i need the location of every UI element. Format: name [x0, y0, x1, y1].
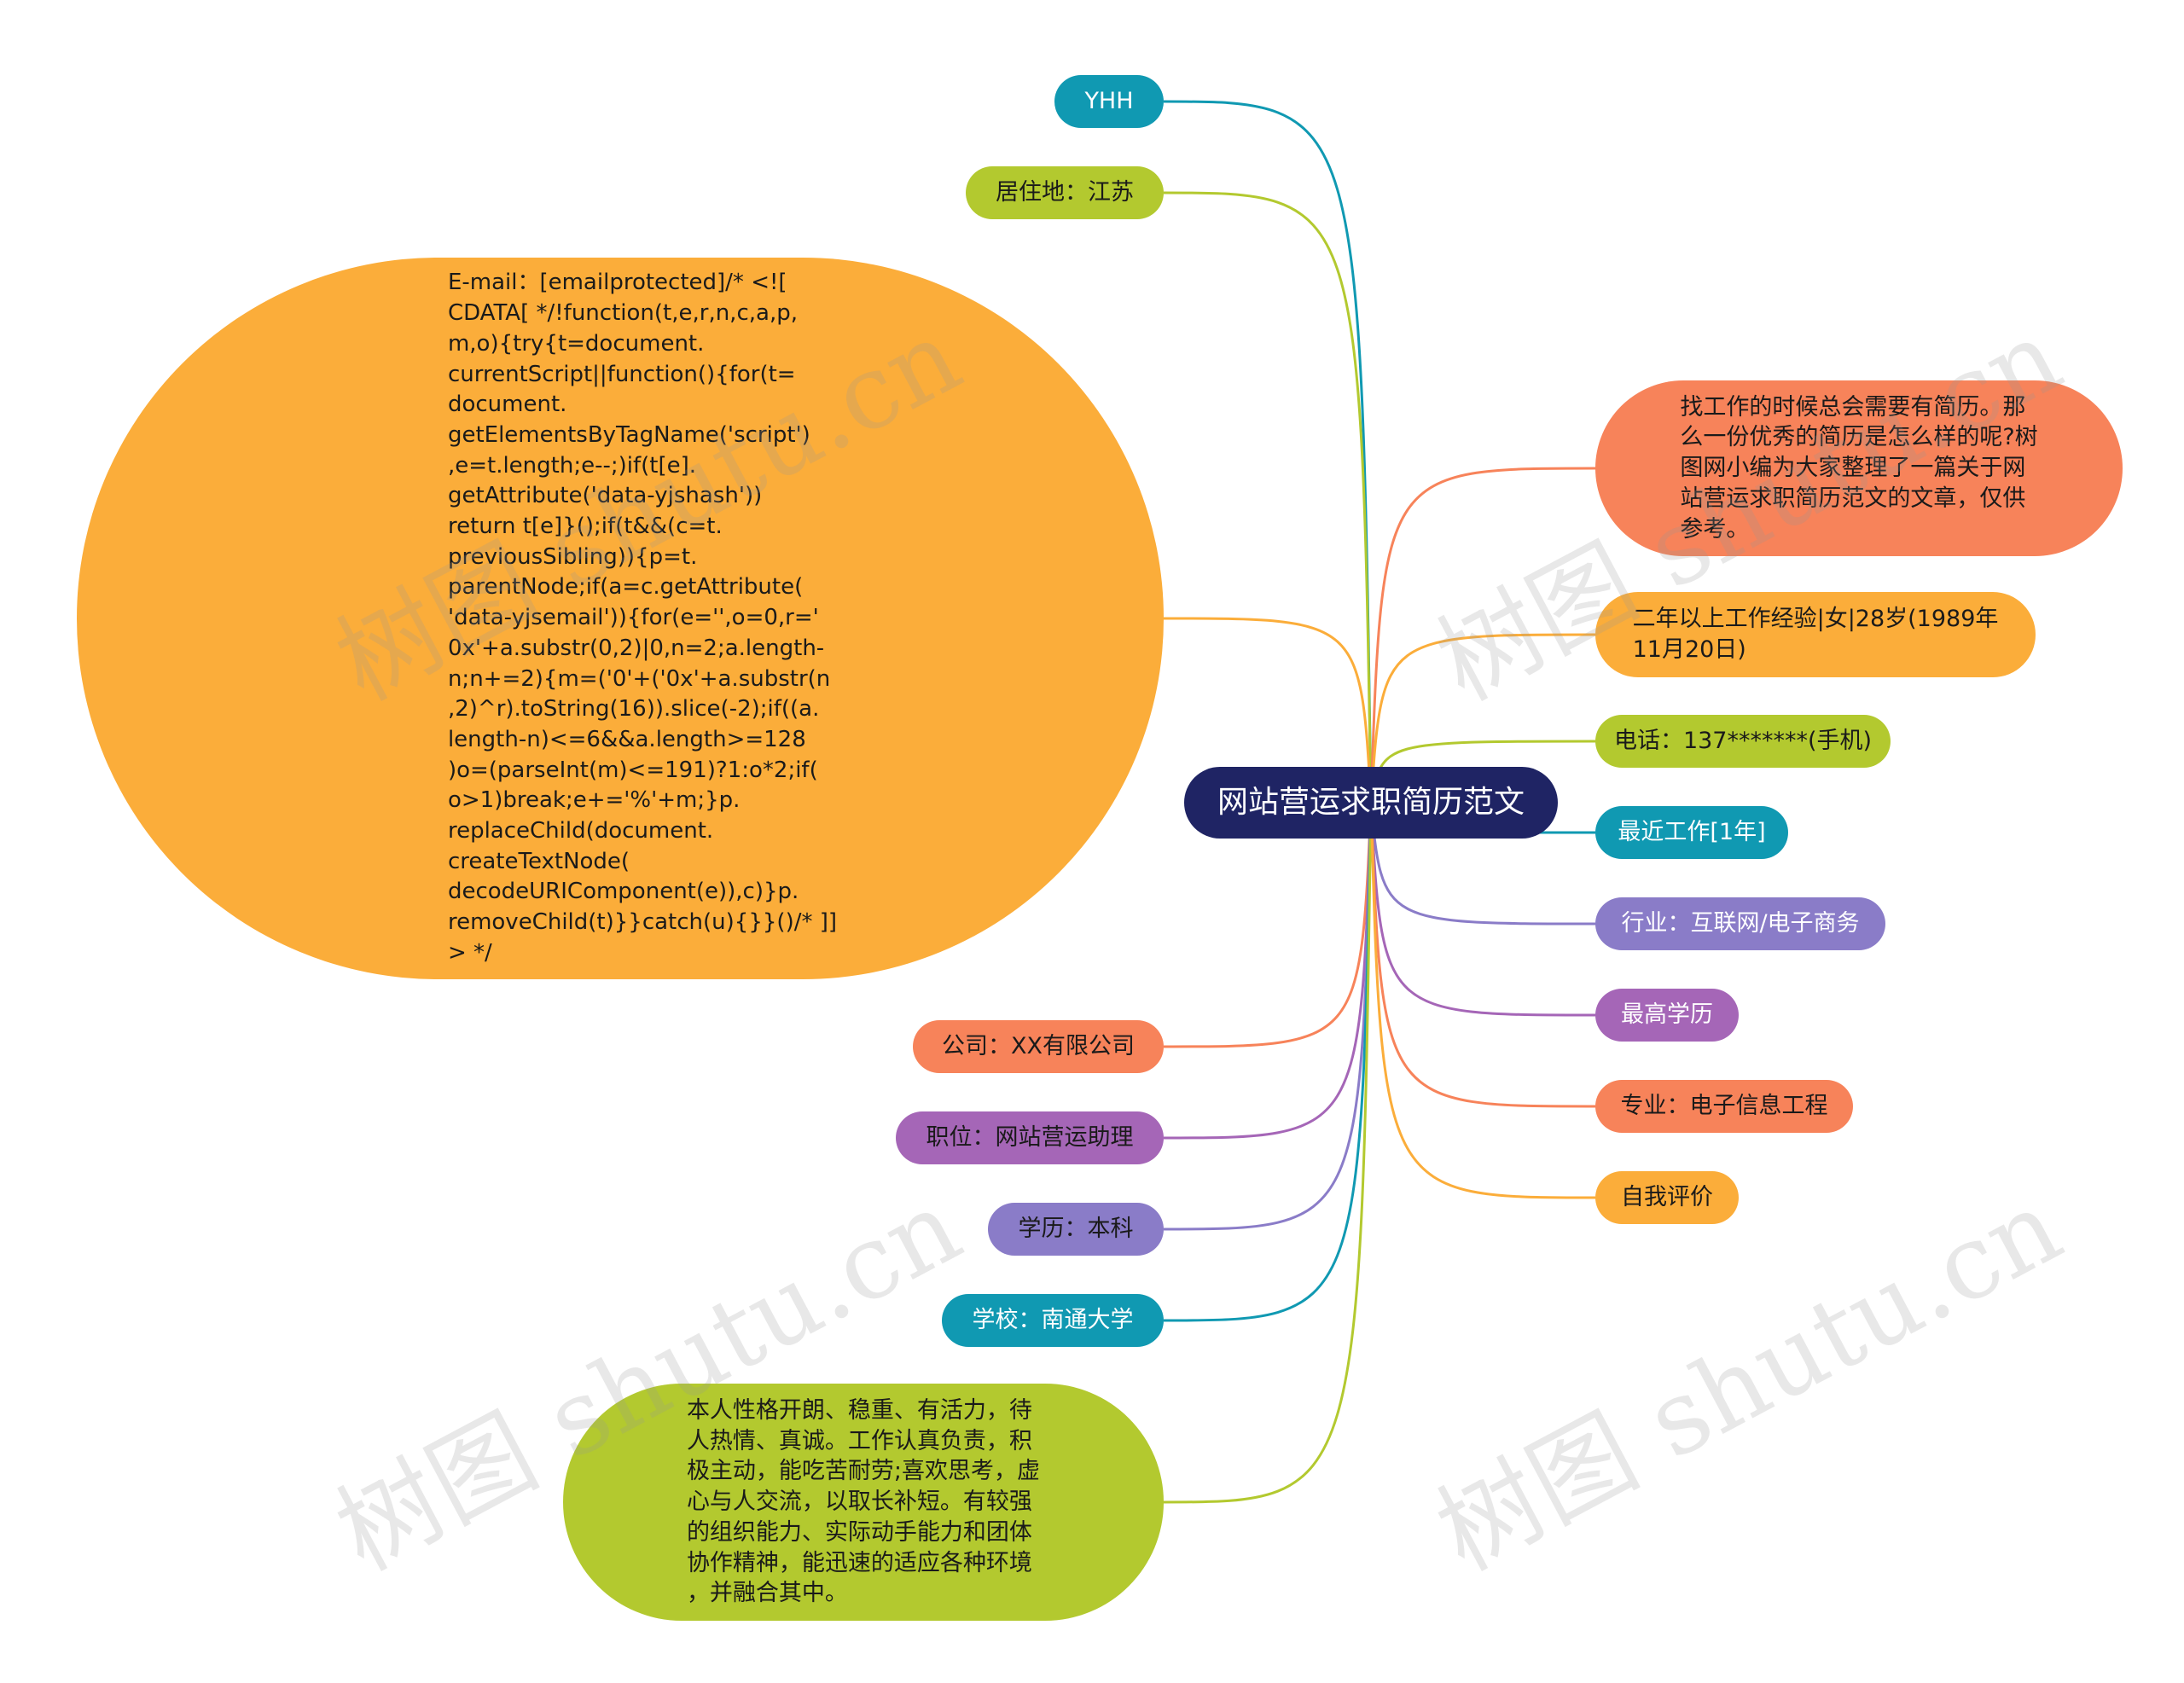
connector-self_desc [1163, 802, 1373, 1504]
node-label: 二年以上工作经验|女|28岁(1989年 11月20日) [1632, 606, 1999, 663]
node-education[interactable]: 学历：本科 [988, 1203, 1164, 1256]
node-label: 学历：本科 [1018, 1216, 1134, 1242]
node-label: 自我评价 [1621, 1184, 1713, 1210]
root-node[interactable]: 网站营运求职简历范文 [1184, 767, 1558, 839]
connector-position [1163, 802, 1373, 1140]
node-yhh[interactable]: YHH [1054, 75, 1164, 128]
connector-residence [1163, 191, 1373, 804]
connector-highest_edu [1369, 802, 1596, 1017]
node-label: 行业：互联网/电子商务 [1621, 910, 1860, 937]
node-industry[interactable]: 行业：互联网/电子商务 [1595, 897, 1885, 950]
node-label: 本人性格开朗、稳重、有活力，待 人热情、真诚。工作认真负责，积 极主动，能吃苦耐… [686, 1397, 1041, 1607]
connector-email [1163, 617, 1373, 804]
node-label: 专业：电子信息工程 [1620, 1093, 1828, 1119]
node-label: 学校：南通大学 [972, 1307, 1134, 1333]
node-label: 公司：XX有限公司 [942, 1033, 1135, 1059]
connector-experience [1369, 633, 1596, 804]
node-position[interactable]: 职位：网站营运助理 [896, 1111, 1164, 1164]
connector-self_eval [1369, 802, 1596, 1199]
connector-school [1163, 802, 1373, 1322]
node-residence[interactable]: 居住地：江苏 [966, 166, 1164, 219]
connector-yhh [1163, 100, 1373, 804]
node-phone[interactable]: 电话：137*******(手机) [1595, 715, 1891, 768]
connector-company [1163, 802, 1373, 1048]
node-label: 找工作的时候总会需要有简历。那 么一份优秀的简历是怎么样的呢?树 图网小编为大家… [1680, 393, 2038, 543]
node-email[interactable]: E-mail：[emailprotected]/* <![ CDATA[ */!… [77, 258, 1164, 979]
node-experience[interactable]: 二年以上工作经验|女|28岁(1989年 11月20日) [1595, 592, 2036, 677]
connector-major [1369, 802, 1596, 1108]
node-company[interactable]: 公司：XX有限公司 [913, 1020, 1164, 1073]
node-label: E-mail：[emailprotected]/* <![ CDATA[ */!… [447, 270, 838, 966]
connector-intro [1369, 467, 1596, 804]
node-intro[interactable]: 找工作的时候总会需要有简历。那 么一份优秀的简历是怎么样的呢?树 图网小编为大家… [1595, 380, 2123, 556]
node-label: 职位：网站营运助理 [926, 1124, 1134, 1151]
node-self-evaluation[interactable]: 自我评价 [1595, 1171, 1739, 1224]
node-label: 居住地：江苏 [996, 179, 1134, 206]
root-label: 网站营运求职简历范文 [1217, 785, 1525, 820]
node-recent-job[interactable]: 最近工作[1年] [1595, 806, 1788, 859]
connector-education [1163, 802, 1373, 1231]
node-label: 最高学历 [1621, 1001, 1713, 1028]
connector-industry [1369, 802, 1596, 926]
node-label: 电话：137*******(手机) [1613, 728, 1873, 754]
node-major[interactable]: 专业：电子信息工程 [1595, 1080, 1853, 1133]
node-label: YHH [1084, 88, 1134, 114]
node-school[interactable]: 学校：南通大学 [942, 1294, 1164, 1347]
node-self-description[interactable]: 本人性格开朗、稳重、有活力，待 人热情、真诚。工作认真负责，积 极主动，能吃苦耐… [563, 1384, 1164, 1621]
node-label: 最近工作[1年] [1618, 819, 1766, 845]
node-highest-education[interactable]: 最高学历 [1595, 989, 1739, 1042]
